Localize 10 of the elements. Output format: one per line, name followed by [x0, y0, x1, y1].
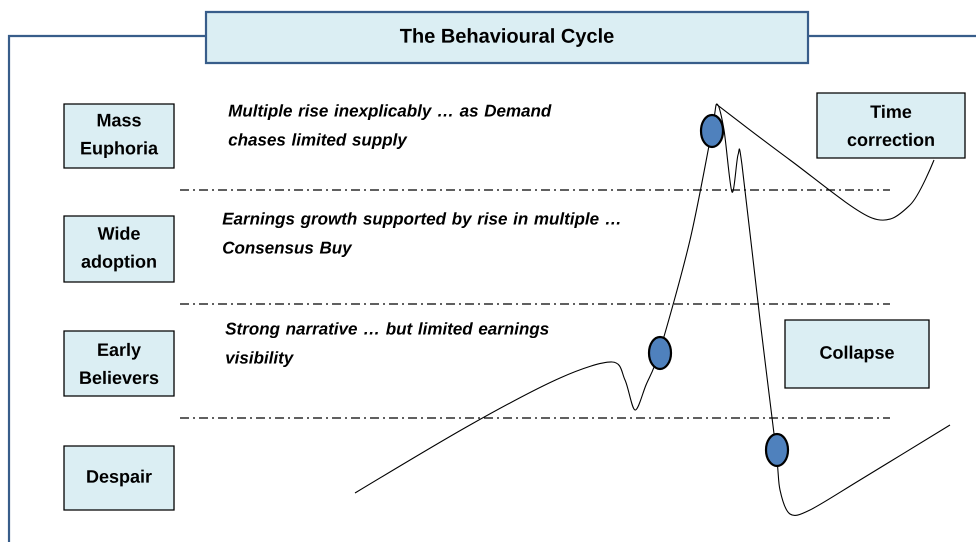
- stage-box: Collapse: [784, 319, 930, 389]
- stage-box: Mass Euphoria: [63, 103, 175, 169]
- stage-box: Time correction: [816, 92, 966, 159]
- title-box: The Behavioural Cycle: [204, 10, 810, 64]
- stage-description: Strong narrative … but limited earnings visibility: [225, 322, 549, 368]
- stage-description: Multiple rise inexplicably … as Demand chases limited supply: [228, 104, 552, 150]
- stage-box: Early Believers: [63, 330, 175, 397]
- stage-description: Earnings growth supported by rise in multiple … Consensus Buy: [222, 212, 620, 258]
- stage-box: Despair: [63, 445, 175, 511]
- stage-box: Wide adoption: [63, 215, 175, 283]
